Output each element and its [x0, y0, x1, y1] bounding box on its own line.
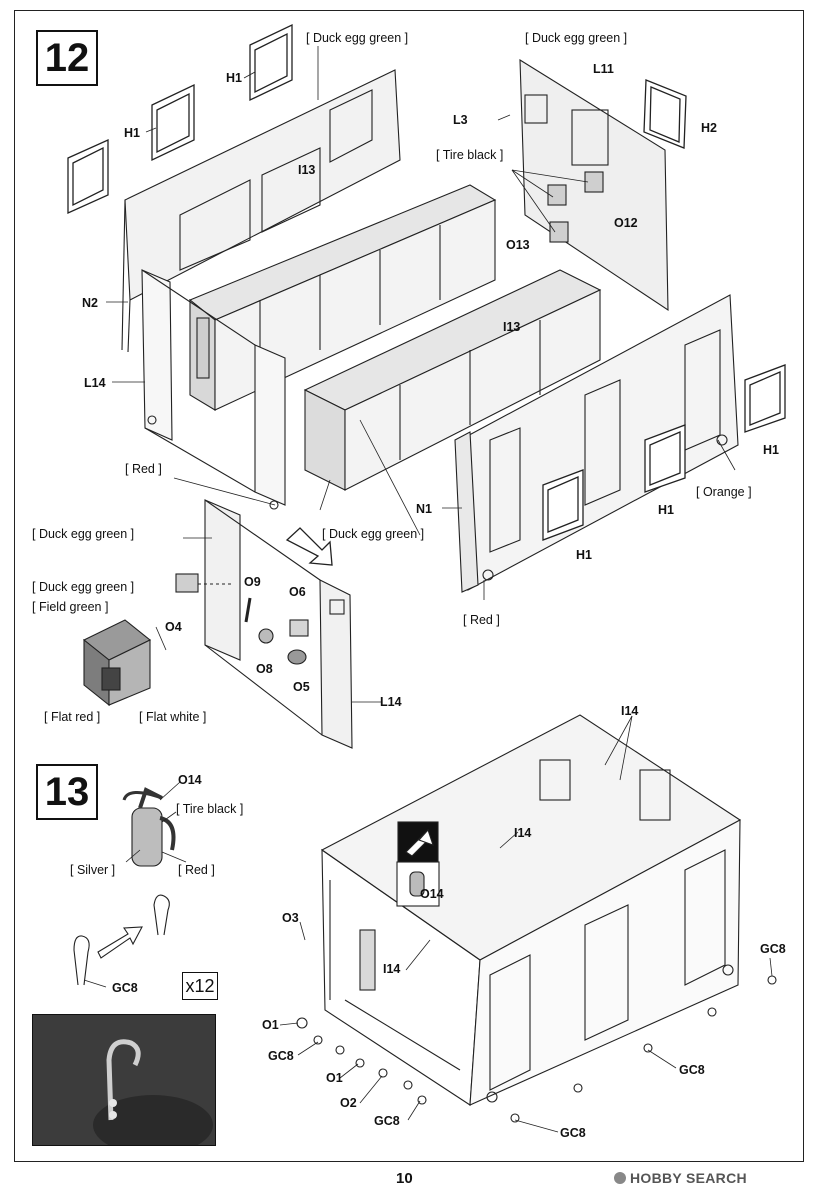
back-wall-panel [121, 69, 401, 353]
part-label: H1 [658, 503, 674, 517]
part-label: O4 [165, 620, 182, 634]
quantity-badge: x12 [182, 972, 218, 1000]
part-label: L11 [593, 62, 614, 76]
part-label: I14 [621, 704, 639, 718]
color-callout: [ Red ] [125, 462, 162, 476]
part-label: I14 [383, 962, 401, 976]
color-callout: [ Orange ] [696, 485, 752, 499]
color-callout: [ Red ] [178, 863, 215, 877]
hook-photo-icon [33, 1015, 215, 1145]
completed-body [320, 714, 742, 1106]
watermark-logo-icon [614, 1172, 626, 1184]
detail-callout [396, 821, 440, 907]
cabinet-unit-right [303, 269, 602, 491]
fire-extinguisher [122, 787, 176, 867]
step-number-box: 13 [36, 764, 98, 820]
part-label: O2 [340, 1096, 357, 1110]
color-callout: [ Duck egg green ] [306, 31, 409, 45]
part-label: O1 [326, 1071, 343, 1085]
part-label: N2 [82, 296, 98, 310]
assembly-arrow-icon [285, 527, 333, 566]
part-label: H2 [701, 121, 717, 135]
part-label: O1 [262, 1018, 279, 1032]
page-number: 10 [396, 1170, 413, 1187]
hook-part-gc8 [73, 894, 170, 986]
part-label: O3 [282, 911, 299, 925]
front-wall-n1 [454, 294, 739, 593]
part-label: O8 [256, 662, 273, 676]
part-label: GC8 [760, 942, 786, 956]
end-wall-l14 [141, 269, 286, 510]
color-callout: [ Tire black ] [436, 148, 504, 162]
color-callout: [ Silver ] [70, 863, 116, 877]
watermark-text: HOBBY SEARCH [630, 1170, 747, 1186]
part-label: I14 [514, 826, 532, 840]
part-label: GC8 [112, 981, 138, 995]
part-label: H1 [763, 443, 779, 457]
part-label: GC8 [560, 1126, 586, 1140]
door-panel-l14 [204, 499, 353, 749]
color-callout: [ Duck egg green ] [322, 527, 425, 541]
small-parts-cluster [175, 573, 309, 665]
color-callout: [ Flat white ] [139, 710, 207, 724]
color-callout: [ Duck egg green ] [525, 31, 628, 45]
part-label: GC8 [268, 1049, 294, 1063]
watermark: HOBBY SEARCH [614, 1170, 747, 1186]
part-label: H1 [226, 71, 242, 85]
equipment-box [82, 619, 152, 707]
color-callout: [ Duck egg green ] [32, 527, 135, 541]
part-label: H1 [124, 126, 140, 140]
part-label: O12 [614, 216, 638, 230]
part-label: GC8 [679, 1063, 705, 1077]
color-callout: [ Flat red ] [44, 710, 101, 724]
part-label: N1 [416, 502, 432, 516]
part-label: O6 [289, 585, 306, 599]
color-callout: [ Tire black ] [176, 802, 244, 816]
part-label: O5 [293, 680, 310, 694]
leader-lines-step13 [83, 715, 773, 1133]
reference-photo [32, 1014, 216, 1146]
part-label: O14 [420, 887, 444, 901]
leader-lines-step12 [106, 46, 736, 703]
part-label: I13 [503, 320, 521, 334]
part-label: O13 [506, 238, 530, 252]
color-callout: [ Red ] [463, 613, 500, 627]
part-label: I13 [298, 163, 316, 177]
part-label: H1 [576, 548, 592, 562]
color-callout: [ Duck egg green ] [32, 580, 135, 594]
window-frame-h1 [67, 23, 786, 541]
part-label: L14 [84, 376, 106, 390]
part-label: O14 [178, 773, 202, 787]
part-label: O9 [244, 575, 261, 589]
color-callout: [ Field green ] [32, 600, 109, 614]
side-wall-l11 [519, 58, 669, 312]
part-label: L3 [453, 113, 468, 127]
part-label: GC8 [374, 1114, 400, 1128]
step-number-box: 12 [36, 30, 98, 86]
part-label: L14 [380, 695, 402, 709]
